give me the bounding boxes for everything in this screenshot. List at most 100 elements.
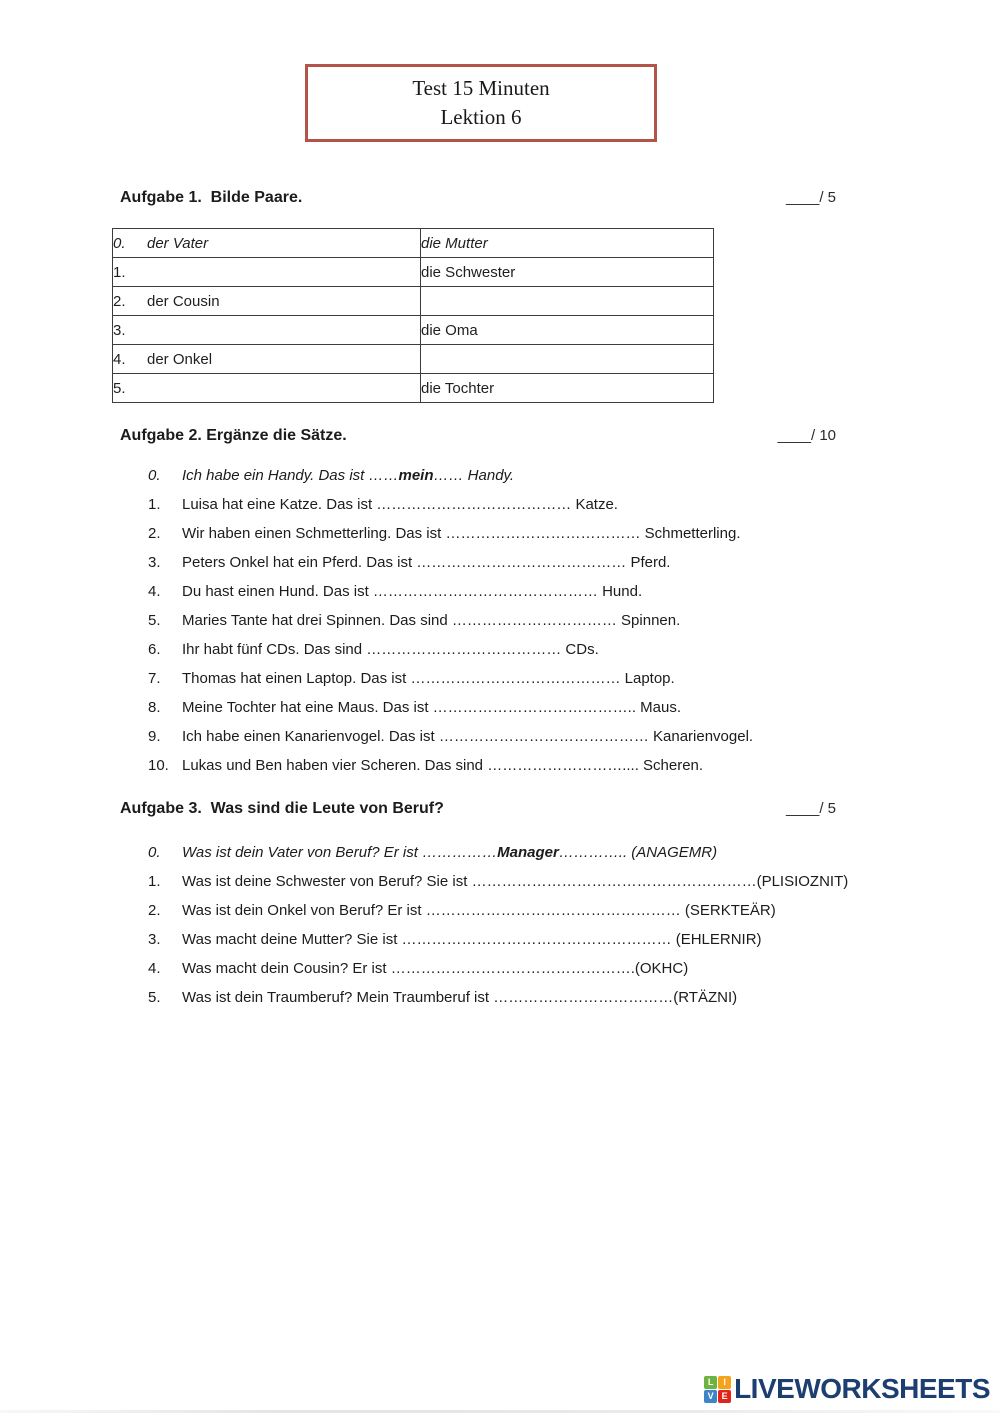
exercise-item: 6. Ihr habt fünf CDs. Das sind ………………………… bbox=[120, 635, 880, 664]
item-number: 4. bbox=[148, 583, 161, 600]
exercise-item: 3. Was macht deine Mutter? Sie ist ……………… bbox=[120, 925, 880, 954]
exercise-item: 2. Was ist dein Onkel von Beruf? Er ist … bbox=[120, 896, 880, 925]
exercise-item: 8. Meine Tochter hat eine Maus. Das ist … bbox=[120, 693, 880, 722]
item-number: 2. bbox=[148, 525, 161, 542]
worksheet-title-line1: Test 15 Minuten bbox=[412, 76, 550, 100]
aufgabe3-heading: Aufgabe 3. Was sind die Leute von Beruf? bbox=[120, 800, 444, 817]
worksheet-title-line2: Lektion 6 bbox=[440, 105, 522, 129]
aufgabe2-header: Aufgabe 2. Ergänze die Sätze. ____/ 10 bbox=[120, 427, 836, 445]
aufgabe1-score-blank: ____/ 5 bbox=[785, 189, 836, 206]
item-number: 8. bbox=[148, 699, 161, 716]
right-cell-text: die Tochter bbox=[420, 373, 714, 403]
aufgabe3-score-blank: ____/ 5 bbox=[785, 800, 836, 817]
liveworksheets-wordmark: LIVEWORKSHEETS bbox=[734, 1373, 990, 1404]
exercise-item: 1. Was ist deine Schwester von Beruf? Si… bbox=[120, 867, 880, 896]
item-number: 6. bbox=[148, 641, 161, 658]
exercise-item: 4. Du hast einen Hund. Das ist ………………………… bbox=[120, 577, 880, 606]
right-cell-text: die Mutter bbox=[420, 228, 714, 258]
item-text-pre: Ich habe ein Handy. Das ist …… bbox=[182, 467, 399, 484]
item-text: Was ist deine Schwester von Beruf? Sie i… bbox=[182, 873, 849, 890]
aufgabe2-score-blank: ____/ 10 bbox=[777, 427, 836, 444]
item-number: 9. bbox=[148, 728, 161, 745]
aufgabe2-items: 0. Ich habe ein Handy. Das ist ……mein…… … bbox=[120, 461, 880, 780]
scan-edge-artifact bbox=[0, 1410, 1000, 1413]
logo-tile-e: E bbox=[718, 1389, 732, 1403]
item-text: Ich habe einen Kanarienvogel. Das ist ……… bbox=[182, 728, 754, 745]
table-row: 0. der Vater die Mutter bbox=[112, 228, 714, 258]
item-number: 0. bbox=[148, 467, 161, 484]
aufgabe1-header: Aufgabe 1. Bilde Paare. ____/ 5 bbox=[120, 189, 836, 207]
left-cell-text: der Vater bbox=[147, 234, 209, 252]
item-text: Ihr habt fünf CDs. Das sind ………………………………… bbox=[182, 641, 599, 658]
row-number: 2. bbox=[113, 292, 126, 310]
item-text: Lukas und Ben haben vier Scheren. Das si… bbox=[182, 757, 704, 774]
item-number: 1. bbox=[148, 873, 161, 890]
aufgabe3-header: Aufgabe 3. Was sind die Leute von Beruf?… bbox=[120, 800, 836, 818]
table-row: 1. die Schwester bbox=[112, 257, 714, 287]
item-text: Peters Onkel hat ein Pferd. Das ist …………… bbox=[182, 554, 671, 571]
item-number: 4. bbox=[148, 960, 161, 977]
item-text: Was ist dein Traumberuf? Mein Traumberuf… bbox=[182, 989, 738, 1006]
row-number: 4. bbox=[113, 350, 126, 368]
item-number: 5. bbox=[148, 612, 161, 629]
item-answer-bold: mein bbox=[398, 467, 434, 484]
item-text-post: …… Handy. bbox=[433, 467, 515, 484]
exercise-item: 1. Luisa hat eine Katze. Das ist …………………… bbox=[120, 490, 880, 519]
left-cell-text: der Onkel bbox=[147, 350, 213, 368]
item-text: Meine Tochter hat eine Maus. Das ist ………… bbox=[182, 699, 682, 716]
left-cell-text: der Cousin bbox=[147, 292, 220, 310]
item-text-post: ………….. (ANAGEMR) bbox=[558, 844, 718, 861]
item-number: 10. bbox=[148, 757, 169, 774]
item-number: 5. bbox=[148, 989, 161, 1006]
item-number: 3. bbox=[148, 931, 161, 948]
item-number: 7. bbox=[148, 670, 161, 687]
logo-tile-i: I bbox=[718, 1375, 732, 1389]
item-text: Thomas hat einen Laptop. Das ist …………………… bbox=[182, 670, 675, 687]
right-cell-text bbox=[420, 286, 714, 316]
item-answer-bold: Manager bbox=[497, 844, 559, 861]
table-row: 2. der Cousin bbox=[112, 286, 714, 316]
item-text: Wir haben einen Schmetterling. Das ist …… bbox=[182, 525, 741, 542]
aufgabe2-heading: Aufgabe 2. Ergänze die Sätze. bbox=[120, 427, 347, 444]
item-number: 2. bbox=[148, 902, 161, 919]
table-row: 5. die Tochter bbox=[112, 373, 714, 403]
right-cell-text: die Oma bbox=[420, 315, 714, 345]
exercise-item: 2. Wir haben einen Schmetterling. Das is… bbox=[120, 519, 880, 548]
aufgabe3-items: 0. Was ist dein Vater von Beruf? Er ist … bbox=[120, 838, 880, 1012]
exercise-item: 5. Was ist dein Traumberuf? Mein Traumbe… bbox=[120, 983, 880, 1012]
row-number: 1. bbox=[113, 263, 126, 281]
exercise-item: 10. Lukas und Ben haben vier Scheren. Da… bbox=[120, 751, 880, 780]
row-number: 5. bbox=[113, 379, 126, 397]
exercise-item-example: 0. Was ist dein Vater von Beruf? Er ist … bbox=[120, 838, 880, 867]
liveworksheets-logo[interactable]: L I V E LIVEWORKSHEETS bbox=[704, 1375, 990, 1403]
exercise-item: 5. Maries Tante hat drei Spinnen. Das si… bbox=[120, 606, 880, 635]
item-text: Ich habe ein Handy. Das ist ……mein…… Han… bbox=[182, 461, 514, 490]
row-number: 3. bbox=[113, 321, 126, 339]
logo-tile-v: V bbox=[704, 1389, 718, 1403]
table-row: 3. die Oma bbox=[112, 315, 714, 345]
pairs-table: 0.der Vater die Mutter 1. die Schwester … bbox=[112, 228, 714, 403]
item-text: Maries Tante hat drei Spinnen. Das sind … bbox=[182, 612, 681, 629]
table-row: 4. der Onkel bbox=[112, 344, 714, 374]
item-text: Was ist dein Vater von Beruf? Er ist ………… bbox=[182, 838, 717, 867]
exercise-item: 7. Thomas hat einen Laptop. Das ist …………… bbox=[120, 664, 880, 693]
item-number: 0. bbox=[148, 844, 161, 861]
aufgabe1-heading: Aufgabe 1. Bilde Paare. bbox=[120, 189, 303, 206]
item-text: Was macht deine Mutter? Sie ist ……………………… bbox=[182, 931, 762, 948]
item-text: Du hast einen Hund. Das ist ………………………………… bbox=[182, 583, 643, 600]
exercise-item: 4. Was macht dein Cousin? Er ist …………………… bbox=[120, 954, 880, 983]
liveworksheets-logo-icon: L I V E bbox=[704, 1375, 732, 1403]
logo-tile-l: L bbox=[704, 1375, 718, 1389]
right-cell-text bbox=[420, 344, 714, 374]
row-number: 0. bbox=[113, 234, 126, 252]
item-number: 1. bbox=[148, 496, 161, 513]
worksheet-title-box: Test 15 Minuten Lektion 6 bbox=[305, 64, 657, 142]
item-text-pre: Was ist dein Vater von Beruf? Er ist ………… bbox=[182, 844, 498, 861]
exercise-item-example: 0. Ich habe ein Handy. Das ist ……mein…… … bbox=[120, 461, 880, 490]
item-number: 3. bbox=[148, 554, 161, 571]
exercise-item: 3. Peters Onkel hat ein Pferd. Das ist …… bbox=[120, 548, 880, 577]
right-cell-text: die Schwester bbox=[420, 257, 714, 287]
item-text: Luisa hat eine Katze. Das ist …………………………… bbox=[182, 496, 618, 513]
exercise-item: 9. Ich habe einen Kanarienvogel. Das ist… bbox=[120, 722, 880, 751]
item-text: Was ist dein Onkel von Beruf? Er ist ………… bbox=[182, 902, 776, 919]
